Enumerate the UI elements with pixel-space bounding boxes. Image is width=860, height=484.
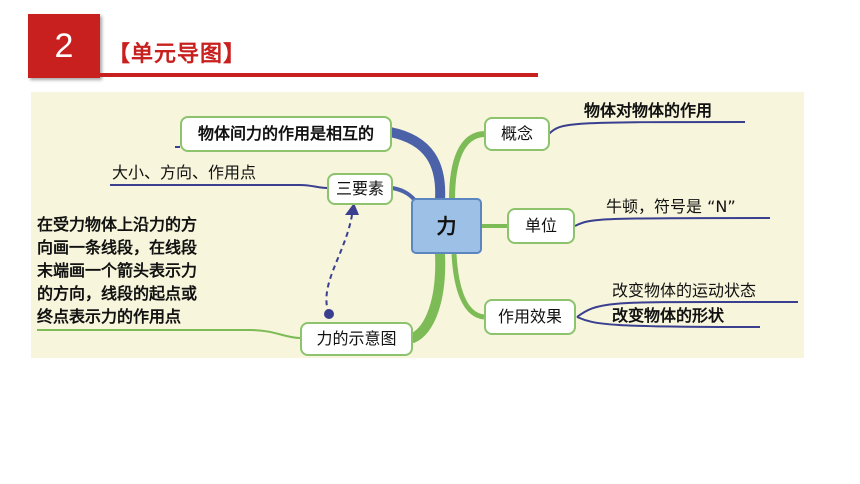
concept-connector <box>449 131 485 201</box>
description-line: 在受力物体上沿力的方 <box>37 215 198 234</box>
node-effect: 作用效果 <box>484 299 576 335</box>
trunk-bottom-connector <box>408 249 446 343</box>
effect-leaf-line-1 <box>576 300 799 318</box>
node-force-diagram: 力的示意图 <box>300 322 413 356</box>
diagram-leaf-line <box>37 329 301 339</box>
force-diagram-description: 在受力物体上沿力的方 向画一条线段，在线段 末端画一个箭头表示力 的方向，线段的… <box>37 213 197 328</box>
unit-leaf-line <box>574 217 771 227</box>
leaf-unit: 牛顿，符号是 “N” <box>606 197 736 216</box>
description-line: 终点表示力的作用点 <box>37 307 182 326</box>
trunk-top-connector <box>385 127 446 205</box>
node-concept: 概念 <box>484 117 550 151</box>
three-elements-leaf-line <box>110 184 328 189</box>
leaf-three-elements: 大小、方向、作用点 <box>112 163 257 182</box>
page-title: 【单元导图】 <box>108 42 247 67</box>
leaf-effect-shape: 改变物体的形状 <box>612 306 725 325</box>
description-line: 末端画一个箭头表示力 <box>37 261 198 280</box>
effect-connector <box>451 253 485 320</box>
dashed-arrow <box>325 214 353 315</box>
description-line: 的方向，线段的起点或 <box>37 284 198 303</box>
node-unit: 单位 <box>507 208 575 244</box>
title-underline <box>100 73 538 77</box>
arrow-start-dot <box>324 309 334 319</box>
effect-leaf-line-2 <box>576 316 761 328</box>
center-node-force: 力 <box>411 198 482 254</box>
node-three-elements: 三要素 <box>327 173 393 205</box>
leaf-effect-motion: 改变物体的运动状态 <box>612 281 757 300</box>
concept-leaf-line <box>548 121 746 135</box>
leaf-concept: 物体对物体的作用 <box>584 101 713 120</box>
description-line: 向画一条线段，在线段 <box>37 238 198 257</box>
arrow-head <box>345 203 359 215</box>
section-number-badge: 2 <box>28 14 100 78</box>
node-interaction: 物体间力的作用是相互的 <box>180 116 392 152</box>
